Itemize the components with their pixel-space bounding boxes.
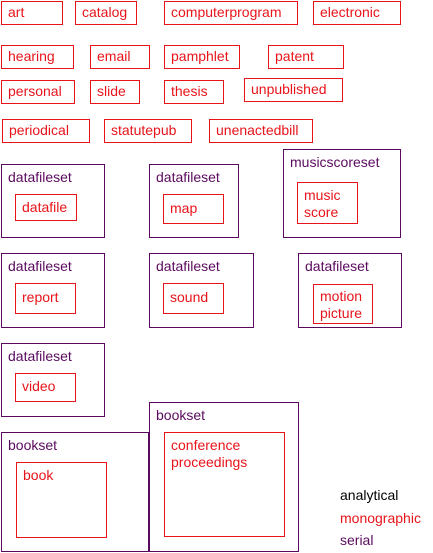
video-label: video (22, 378, 56, 394)
datafileset-label: datafileset (156, 258, 220, 274)
unpublished-label: unpublished (251, 81, 327, 97)
pamphlet-box: pamphlet (164, 45, 240, 69)
statutepub-label: statutepub (111, 122, 177, 138)
sound-label: sound (170, 289, 209, 305)
catalog-label: catalog (82, 4, 128, 20)
periodical-box: periodical (2, 119, 90, 143)
legend-serial: serial (340, 532, 374, 548)
report-label: report (22, 289, 59, 305)
musicscoreset-container: musicscoreset music score (283, 149, 401, 238)
thesis-box: thesis (164, 80, 224, 104)
hearing-box: hearing (1, 45, 74, 69)
personal-box: personal (1, 80, 75, 104)
bookset-container: bookset book (1, 432, 149, 552)
map-box: map (163, 194, 224, 224)
periodical-label: periodical (9, 122, 69, 138)
datafileset-label: datafileset (156, 169, 220, 185)
video-box: video (15, 373, 76, 402)
bookset-label: bookset (156, 407, 206, 423)
datafileset-container: datafileset map (149, 164, 239, 238)
report-box: report (15, 283, 76, 314)
unenactedbill-label: unenactedbill (216, 122, 299, 138)
conference-proceedings-label: conference proceedings (171, 437, 248, 470)
electronic-box: electronic (313, 1, 401, 25)
personal-label: personal (8, 83, 62, 99)
music-score-box: music score (297, 182, 358, 224)
computerprogram-box: computerprogram (164, 1, 298, 25)
art-label: art (8, 4, 25, 20)
email-label: email (97, 48, 131, 64)
datafileset-container: datafileset report (1, 253, 105, 328)
art-box: art (1, 1, 63, 25)
book-label: book (23, 467, 54, 483)
musicscoreset-label: musicscoreset (290, 154, 380, 170)
book-box: book (16, 462, 107, 538)
computerprogram-label: computerprogram (171, 4, 282, 20)
motion-picture-label: motion picture (320, 288, 363, 321)
slide-label: slide (97, 83, 126, 99)
statutepub-box: statutepub (104, 119, 192, 143)
datafileset-label: datafileset (8, 169, 72, 185)
slide-box: slide (90, 80, 140, 104)
datafileset-label: datafileset (8, 348, 72, 364)
hearing-label: hearing (8, 48, 55, 64)
datafileset-container: datafileset motion picture (298, 253, 402, 328)
patent-label: patent (275, 48, 314, 64)
datafileset-container: datafileset video (1, 343, 105, 417)
motion-picture-box: motion picture (313, 284, 373, 324)
unenactedbill-box: unenactedbill (209, 119, 313, 143)
sound-box: sound (163, 283, 224, 314)
pamphlet-label: pamphlet (171, 48, 229, 64)
datafileset-label: datafileset (305, 258, 369, 274)
music-score-label: music score (304, 187, 341, 220)
datafileset-container: datafileset datafile (1, 164, 105, 238)
thesis-label: thesis (171, 83, 208, 99)
legend-analytical: analytical (340, 487, 399, 503)
bookset-label: bookset (8, 437, 58, 453)
datafile-label: datafile (22, 199, 68, 215)
map-label: map (170, 200, 198, 216)
patent-box: patent (268, 45, 344, 69)
unpublished-box: unpublished (244, 78, 343, 102)
legend-monographic: monographic (340, 510, 421, 526)
datafileset-label: datafileset (8, 258, 72, 274)
electronic-label: electronic (320, 4, 380, 20)
catalog-box: catalog (75, 1, 137, 25)
email-box: email (90, 45, 150, 69)
datafileset-container: datafileset sound (149, 253, 254, 328)
datafile-box: datafile (15, 194, 77, 221)
bookset-container: bookset conference proceedings (149, 402, 299, 552)
conference-proceedings-box: conference proceedings (164, 432, 285, 537)
